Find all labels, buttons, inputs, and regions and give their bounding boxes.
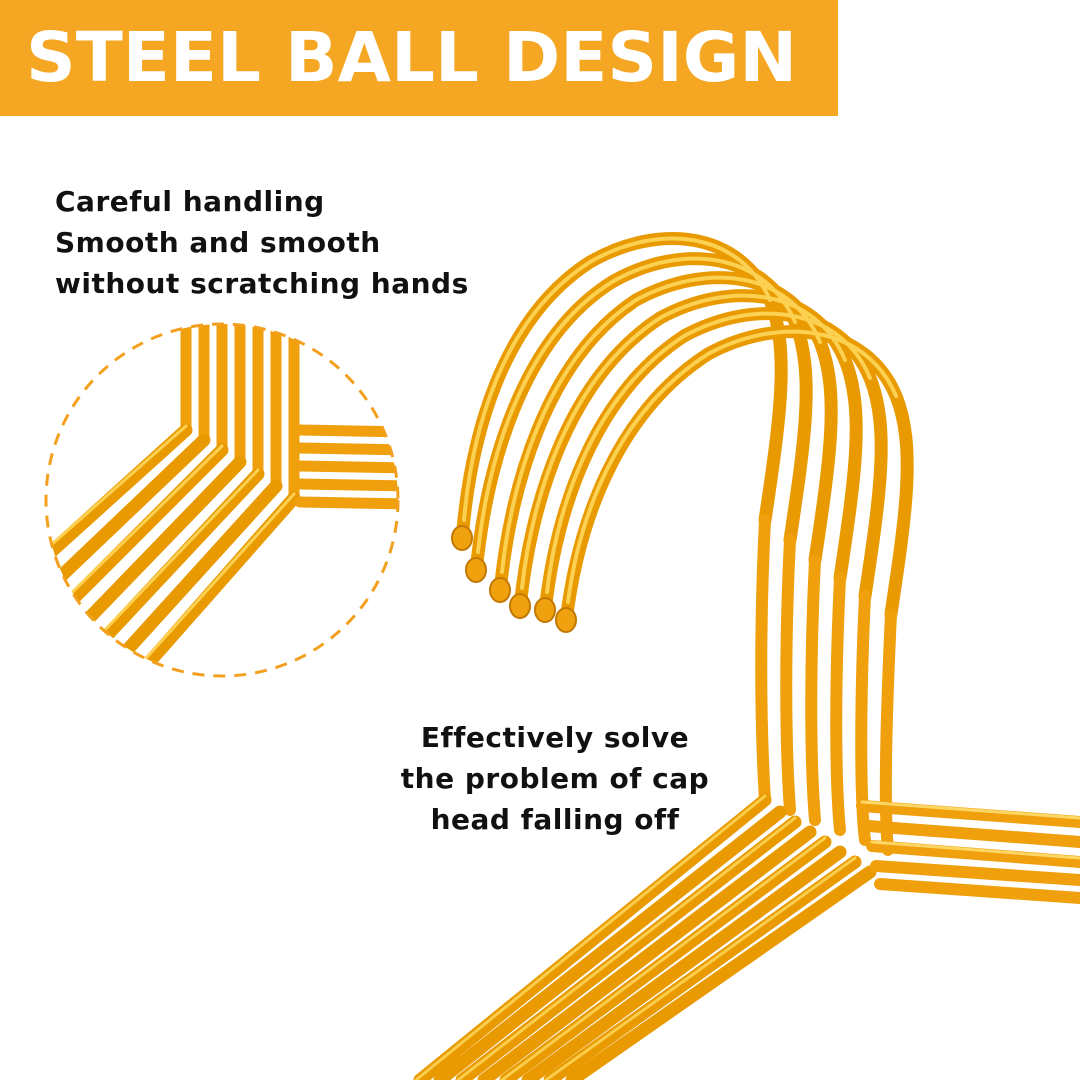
cap-line: head falling off (430, 803, 680, 836)
banner-title: STEEL BALL DESIGN (26, 18, 798, 98)
handling-line: Careful handling (55, 185, 325, 218)
cap-line: the problem of cap (400, 762, 710, 795)
hanger-bundle (413, 232, 1080, 1080)
cap-line: Effectively solve (420, 721, 690, 754)
handling-line: Smooth and smooth (55, 226, 381, 259)
cap-caption: Effectively solve the problem of cap hea… (395, 717, 715, 840)
handling-line: without scratching hands (55, 267, 469, 300)
title-banner: STEEL BALL DESIGN (0, 0, 838, 116)
zoom-detail (44, 322, 400, 678)
handling-caption: Careful handling Smooth and smooth witho… (55, 181, 469, 304)
